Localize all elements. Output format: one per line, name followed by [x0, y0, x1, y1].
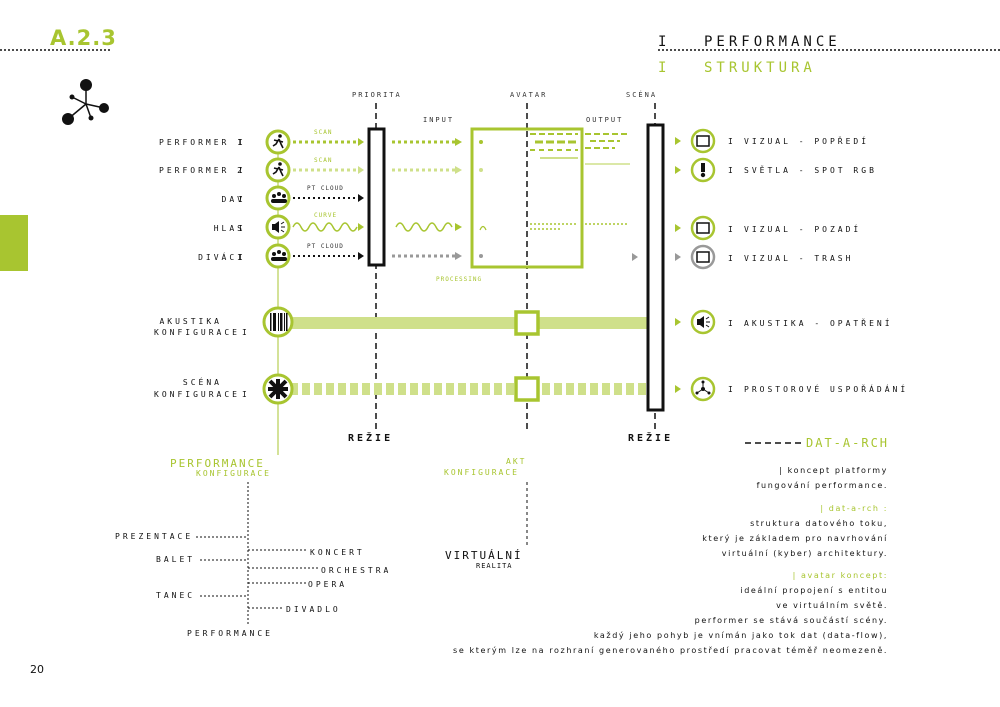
- input-marker: I: [238, 166, 246, 175]
- input-label-dav: DAV: [221, 195, 245, 204]
- akt-konf-line1: AKT: [506, 457, 527, 466]
- tree-prezentace: PREZENTACE: [115, 532, 194, 541]
- config-scena-line2: KONFIGURACE: [154, 390, 240, 399]
- tree-performance: PERFORMANCE: [187, 629, 273, 638]
- input-label-performer1: PERFORMER 1: [159, 138, 245, 147]
- akustika-node: [514, 310, 540, 336]
- section-code: A.2.3: [50, 26, 117, 50]
- rezie-left: REŽIE: [348, 433, 394, 444]
- processing-label: PROCESSING: [436, 276, 483, 283]
- output-label-akustika: AKUSTIKA - OPATŘENÍ: [744, 319, 893, 328]
- tree-balet: BALET: [156, 555, 196, 564]
- input-marker: I: [238, 224, 246, 233]
- column-scena: SCÉNA: [626, 91, 658, 99]
- config-marker: I: [242, 328, 250, 337]
- divaci-icon-circle: [265, 243, 291, 269]
- akustika-bar: [290, 317, 648, 329]
- column-input: INPUT: [423, 116, 455, 124]
- akt-konf-line2: KONFIGURACE: [444, 468, 519, 477]
- crowd-icon: [271, 250, 287, 261]
- input-label-performer2: PERFORMER 2: [159, 166, 245, 175]
- genre-tree: [196, 482, 318, 625]
- header-marker-2: I: [658, 60, 671, 76]
- column-priorita: PRIORITA: [352, 91, 402, 99]
- speaker-icon: [697, 316, 710, 328]
- running-figure-icon: [272, 134, 284, 149]
- output-label-vizual-trash: VIZUAL - TRASH: [744, 254, 854, 263]
- priorita-box: [367, 127, 386, 267]
- dav-icon-circle: [265, 185, 291, 211]
- screen-icon: [696, 251, 710, 263]
- speaker-icon: [272, 221, 285, 233]
- flow-tag-ptcloud-2: PT CLOUD: [307, 243, 344, 250]
- mid-flows: [392, 138, 462, 260]
- page-number: 20: [30, 663, 44, 676]
- crowd-icon: [271, 192, 287, 203]
- output-marker: I: [728, 254, 736, 263]
- scena-node: [514, 376, 540, 402]
- avatar-inside-flows: [479, 133, 578, 258]
- header-marker-1: I: [658, 34, 671, 50]
- chapter-tab: [0, 215, 28, 271]
- molecule-logo-icon: [62, 79, 109, 125]
- output-label-svetla: SVĚTLA - SPOT RGB: [744, 166, 877, 175]
- config-marker: I: [242, 390, 250, 399]
- scena-output-arrows: [675, 137, 681, 393]
- config-akustika-line1: AKUSTIKA: [159, 317, 222, 326]
- output-marker: I: [728, 225, 736, 234]
- output-label-prostorove: PROSTOROVÉ USPOŘÁDÁNÍ: [744, 385, 909, 394]
- column-output: OUTPUT: [586, 116, 624, 124]
- input-label-hlas: HLAS: [213, 224, 245, 233]
- star-icon: [268, 379, 288, 399]
- input-marker: I: [238, 195, 246, 204]
- virtual-line1: VIRTUÁLNÍ: [445, 549, 523, 562]
- running-figure-icon: [272, 162, 284, 177]
- column-avatar: AVATAR: [510, 91, 548, 99]
- tree-koncert: KONCERT: [310, 548, 365, 557]
- light-icon: [700, 163, 706, 178]
- input-marker: I: [238, 138, 246, 147]
- header-title-performance: PERFORMANCE: [704, 34, 841, 50]
- datarch-text: | koncept platformy fungování performanc…: [453, 466, 888, 655]
- flow-tag-curve: CURVE: [314, 212, 338, 219]
- tree-opera: OPERA: [308, 580, 348, 589]
- output-marker: I: [728, 319, 736, 328]
- header-title-struktura: STRUKTURA: [704, 60, 816, 76]
- datarch-heading: DAT-A-RCH: [806, 436, 890, 450]
- flow-tag-ptcloud-1: PT CLOUD: [307, 185, 344, 192]
- output-label-vizual-popredi: VIZUAL - POPŘEDÍ: [744, 137, 870, 146]
- rezie-right: REŽIE: [628, 433, 674, 444]
- output-marker: I: [728, 166, 736, 175]
- config-scena-line1: SCÉNA: [182, 378, 222, 387]
- flow-tag-scan-1: SCAN: [314, 129, 333, 136]
- screen-icon: [696, 135, 710, 147]
- perf-konf-line1: PERFORMANCE: [170, 457, 265, 470]
- input-label-divaci: DIVÁCI: [198, 253, 245, 262]
- perf-konf-line2: KONFIGURACE: [196, 469, 271, 478]
- tree-orchestra: ORCHESTRA: [321, 566, 392, 575]
- tree-divadlo: DIVADLO: [286, 605, 341, 614]
- output-marker: I: [728, 385, 736, 394]
- tree-tanec: TANEC: [156, 591, 196, 600]
- virtual-line2: REALITA: [476, 562, 513, 570]
- flow-tag-scan-2: SCAN: [314, 157, 333, 164]
- scena-box: [646, 123, 665, 412]
- network-icon: [695, 380, 711, 395]
- screen-icon: [696, 222, 710, 234]
- output-label-vizual-pozadi: VIZUAL - POZADÍ: [744, 225, 862, 234]
- output-marker: I: [728, 137, 736, 146]
- config-akustika-line2: KONFIGURACE: [154, 328, 240, 337]
- output-flows: [585, 133, 638, 261]
- input-flows: [292, 138, 364, 260]
- input-marker: I: [238, 253, 246, 262]
- barcode-icon: [270, 313, 288, 331]
